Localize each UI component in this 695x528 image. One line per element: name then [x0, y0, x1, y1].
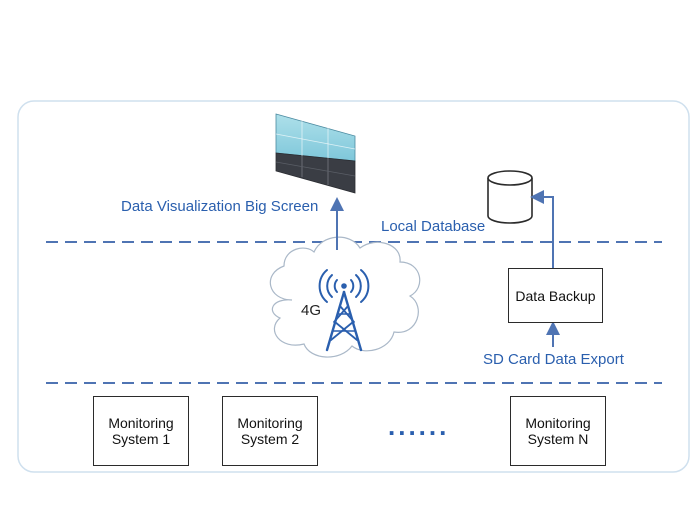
- monitoring-system-n-line1: Monitoring: [525, 415, 591, 431]
- data-backup-label: Data Backup: [515, 287, 596, 304]
- monitoring-system-1-line2: System 1: [111, 431, 171, 447]
- database-cylinder-icon: [487, 170, 533, 224]
- local-database-label: Local Database: [381, 218, 486, 235]
- video-wall-icon: [275, 113, 356, 194]
- monitoring-system-n-box: Monitoring System N: [510, 396, 606, 466]
- monitoring-system-2-box: Monitoring System 2: [222, 396, 318, 466]
- cell-tower-icon: [318, 269, 370, 352]
- monitoring-system-1-line1: Monitoring: [108, 415, 174, 431]
- data-backup-box: Data Backup: [508, 268, 603, 323]
- sd-export-label: SD Card Data Export: [483, 351, 624, 368]
- monitoring-system-1-box: Monitoring System 1: [93, 396, 189, 466]
- more-systems-ellipsis: ......: [388, 411, 450, 441]
- monitoring-system-2-line2: System 2: [240, 431, 300, 447]
- big-screen-label: Data Visualization Big Screen: [121, 198, 319, 215]
- monitoring-system-2-line1: Monitoring: [237, 415, 303, 431]
- network-4g-label: 4G: [301, 302, 322, 319]
- arrow-backup-to-database: [530, 190, 554, 268]
- monitoring-system-n-line2: System N: [527, 431, 589, 447]
